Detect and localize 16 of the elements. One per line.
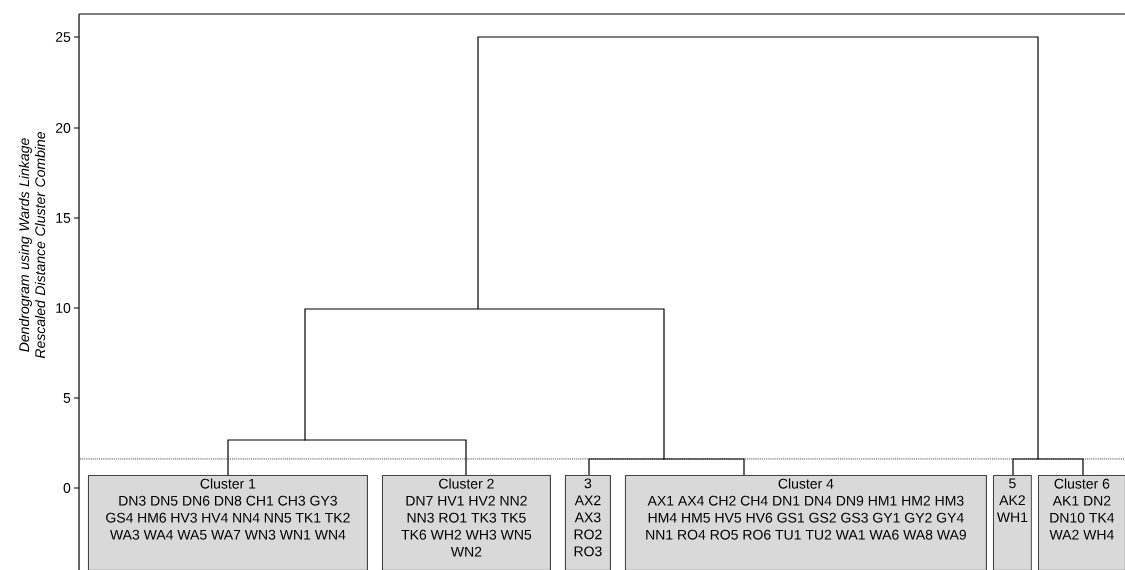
tick-label: 20 [55,123,71,133]
tick-label: 25 [55,32,71,42]
cluster-box: Cluster 4 AX1 AX4 CH2 CH4 DN1 DN4 DN9 HM1 HM2 HM3 HM4 HM5 HV5 HV6 GS1 GS2 GS3 GY1 GY2 GY4 NN1 RO4 RO5 RO6 TU1 TU2 WA1 WA6 WA8 WA9 [625,475,987,570]
cluster-box: Cluster 2 DN7 HV1 HV2 NN2 NN3 RO1 TK3 TK5 TK6 WH2 WH3 WN5 WN2 [382,475,551,570]
cluster-box: 3 AX2 AX3 RO2 RO3 [565,475,611,570]
dendrogram-bracket [1012,458,1084,476]
tick-label: 0 [63,483,71,493]
dendrogram-bracket [227,439,467,476]
axis-title: Dendrogram using Wards Linkage Rescaled Distance Cluster Combine [18,131,46,359]
tick-label: 10 [56,303,71,313]
dendrogram-bracket [588,458,745,476]
cluster-box: Cluster 1 DN3 DN5 DN6 DN8 CH1 CH3 GY3 GS4 HM6 HV3 HV4 NN4 NN5 TK1 TK2 WA3 WA4 WA5 WA7 WN3 WN1 WN4 [88,475,368,570]
cluster-box: 5 AK2 WH1 [993,475,1032,570]
tick-label: 5 [63,393,71,403]
cluster-box: Cluster 6 AK1 DN2 DN10 TK4 WA2 WH4 [1038,475,1125,570]
tick-label: 15 [56,213,71,223]
